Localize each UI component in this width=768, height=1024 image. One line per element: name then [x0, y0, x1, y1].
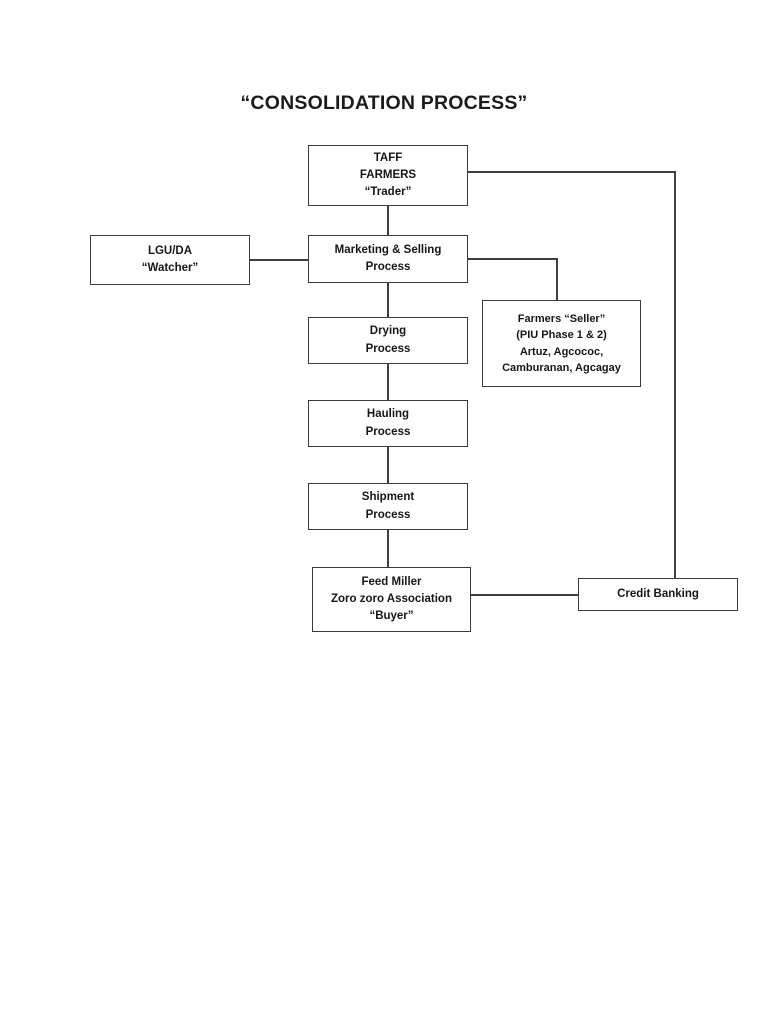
- node-credit-banking[interactable]: Credit Banking: [578, 578, 738, 611]
- node-line: “Trader”: [364, 186, 412, 198]
- node-line: Process: [365, 342, 411, 355]
- connector-drying-to-hauling: [387, 364, 389, 400]
- node-line: Process: [365, 261, 411, 273]
- node-line: FARMERS: [359, 168, 417, 181]
- connector-marketing-to-seller-horizontal: [468, 258, 558, 260]
- node-line: Farmers “Seller”: [517, 312, 606, 325]
- connector-marketing-to-seller-vertical: [556, 258, 558, 301]
- node-farmers-seller[interactable]: Farmers “Seller” (PIU Phase 1 & 2) Artuz…: [482, 300, 641, 387]
- node-line: LGU/DA: [147, 244, 193, 257]
- node-line: “Buyer”: [369, 610, 414, 622]
- connector-marketing-to-drying: [387, 283, 389, 317]
- connector-shipment-to-feedmiller: [387, 530, 389, 567]
- node-line: Artuz, Agcococ,: [519, 345, 604, 358]
- node-line: Process: [365, 508, 411, 521]
- connector-taff-to-rail-horizontal: [468, 171, 676, 173]
- node-line: “Watcher”: [141, 262, 199, 274]
- connector-taff-to-marketing: [387, 206, 389, 235]
- node-marketing-selling-process[interactable]: Marketing & Selling Process: [308, 235, 468, 283]
- node-drying-process[interactable]: Drying Process: [308, 317, 468, 364]
- connector-feedmiller-to-credit: [471, 594, 579, 596]
- node-lgu-da-watcher[interactable]: LGU/DA “Watcher”: [90, 235, 250, 285]
- node-line: Drying: [369, 325, 407, 338]
- node-line: (PIU Phase 1 & 2): [516, 329, 607, 342]
- node-line: TAFF: [373, 151, 403, 164]
- page-title: “CONSOLIDATION PROCESS”: [240, 92, 528, 114]
- node-line: Shipment: [361, 491, 415, 504]
- node-line: Credit Banking: [617, 587, 699, 600]
- node-line: Zoro zoro Association: [331, 592, 452, 605]
- connector-hauling-to-shipment: [387, 447, 389, 483]
- connector-credit-to-taff-rail: [674, 171, 676, 579]
- node-line: Marketing & Selling: [334, 243, 442, 256]
- node-line: Feed Miller: [361, 575, 422, 588]
- node-hauling-process[interactable]: Hauling Process: [308, 400, 468, 447]
- connector-lgu-to-marketing: [250, 259, 308, 261]
- node-feed-miller-buyer[interactable]: Feed Miller Zoro zoro Association “Buyer…: [312, 567, 471, 632]
- node-line: Process: [365, 425, 411, 438]
- node-line: Hauling: [366, 408, 410, 421]
- node-taff-farmers-trader[interactable]: TAFF FARMERS “Trader”: [308, 145, 468, 206]
- node-shipment-process[interactable]: Shipment Process: [308, 483, 468, 530]
- node-line: Camburanan, Agcagay: [502, 361, 621, 374]
